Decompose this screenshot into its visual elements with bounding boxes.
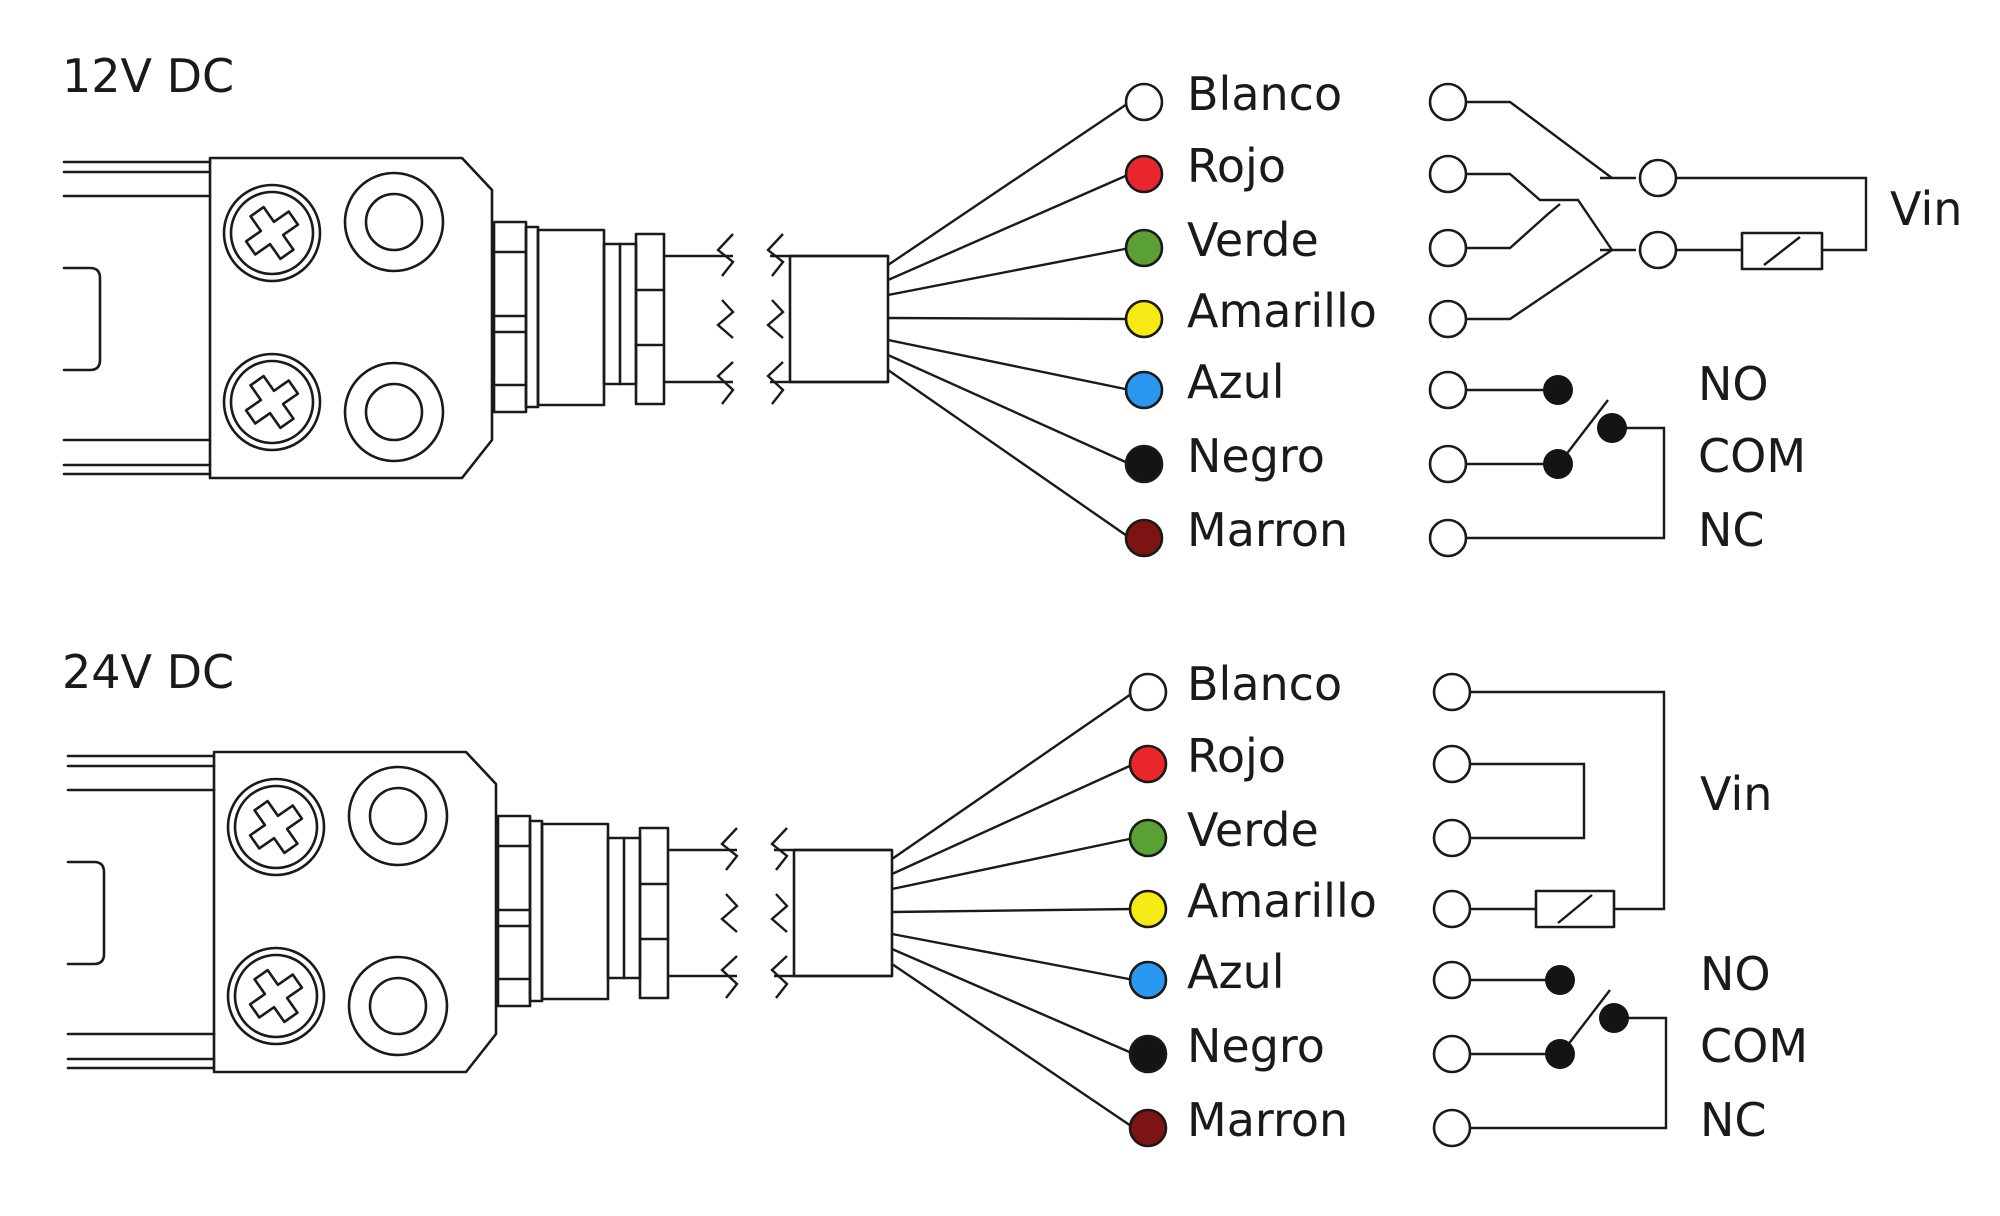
wire-label: Marron [1187, 503, 1348, 557]
vin-label: Vin [1890, 182, 1962, 236]
terminal [1638, 158, 1678, 198]
diagram-title: 24V DC [62, 645, 234, 699]
terminal-verde [1128, 818, 1168, 858]
wire-label: Negro [1187, 1019, 1325, 1073]
terminal-verde [1124, 228, 1164, 268]
fanout-wires [891, 691, 1135, 1129]
wire-terminals [1124, 82, 1164, 558]
terminal [1428, 154, 1468, 194]
terminal [1428, 82, 1468, 122]
contact-dot [1543, 375, 1573, 405]
cable-break [664, 233, 890, 405]
diagram-title: 12V DC [62, 49, 234, 103]
terminal [1428, 518, 1468, 558]
terminal [1432, 889, 1472, 929]
terminal-azul [1124, 370, 1164, 410]
screw-icon [222, 352, 322, 452]
fanout-wires [887, 101, 1131, 539]
screw-icon [226, 777, 326, 877]
port-icon [347, 765, 449, 867]
terminal [1432, 744, 1472, 784]
terminal [1432, 818, 1472, 858]
wire-label: Verde [1187, 213, 1319, 267]
relay-coil-icon [1740, 231, 1824, 271]
terminal-negro [1128, 1034, 1168, 1074]
wire-terminals [1128, 672, 1168, 1148]
port-icon [343, 361, 445, 463]
wire-label: Rojo [1187, 729, 1286, 783]
relay-coil-icon [1534, 889, 1616, 929]
device-body [62, 156, 494, 480]
screw-icon [226, 946, 326, 1046]
terminal-blanco [1124, 82, 1164, 122]
terminal-azul [1128, 960, 1168, 1000]
contact-dot [1543, 449, 1573, 479]
contact-dot [1545, 1039, 1575, 1069]
terminal [1428, 299, 1468, 339]
terminal-marron [1124, 518, 1164, 558]
terminal [1432, 1034, 1472, 1074]
terminal-negro [1124, 444, 1164, 484]
vin-label: Vin [1700, 767, 1772, 821]
port-icon [343, 171, 445, 273]
no-label: NO [1700, 947, 1771, 1001]
wire-labels: Blanco Rojo Verde Amarillo Azul Negro Ma… [1187, 67, 1377, 557]
wire-label: Marron [1187, 1093, 1348, 1147]
wire-label: Amarillo [1187, 874, 1377, 928]
circuit-schematic: Vin NO COM NC [1428, 82, 1962, 558]
terminal [1432, 1108, 1472, 1148]
terminal-rojo [1124, 154, 1164, 194]
wire-label: Amarillo [1187, 284, 1377, 338]
wire-label: Rojo [1187, 139, 1286, 193]
com-label: COM [1698, 429, 1806, 483]
terminal [1432, 672, 1472, 712]
wire-label: Blanco [1187, 657, 1342, 711]
nc-label: NC [1700, 1093, 1767, 1147]
terminal-amarillo [1124, 299, 1164, 339]
circuit-schematic: Vin NO COM NC [1432, 672, 1808, 1148]
cable-break [668, 827, 894, 999]
wire-label: Azul [1187, 945, 1285, 999]
terminal-rojo [1128, 744, 1168, 784]
device-body [66, 750, 498, 1074]
wire-label: Blanco [1187, 67, 1342, 121]
screw-icon [222, 183, 322, 283]
terminal [1428, 228, 1468, 268]
wire-labels: Blanco Rojo Verde Amarillo Azul Negro Ma… [1187, 657, 1377, 1147]
terminal-marron [1128, 1108, 1168, 1148]
wire-label: Negro [1187, 429, 1325, 483]
terminal [1428, 444, 1468, 484]
terminal-blanco [1128, 672, 1168, 712]
no-label: NO [1698, 357, 1769, 411]
terminal [1638, 230, 1678, 270]
terminal [1432, 960, 1472, 1000]
cable-gland [492, 220, 666, 414]
wire-label: Verde [1187, 803, 1319, 857]
nc-label: NC [1698, 503, 1765, 557]
com-label: COM [1700, 1019, 1808, 1073]
contact-dot [1597, 413, 1627, 443]
contact-dot [1545, 965, 1575, 995]
diagram-12v: 12V DC [62, 49, 1962, 558]
terminal [1428, 370, 1468, 410]
terminal-amarillo [1128, 889, 1168, 929]
wire-label: Azul [1187, 355, 1285, 409]
diagram-24v: 24V DC [62, 645, 1808, 1148]
contact-dot [1599, 1003, 1629, 1033]
cable-gland [496, 814, 670, 1008]
port-icon [347, 955, 449, 1057]
